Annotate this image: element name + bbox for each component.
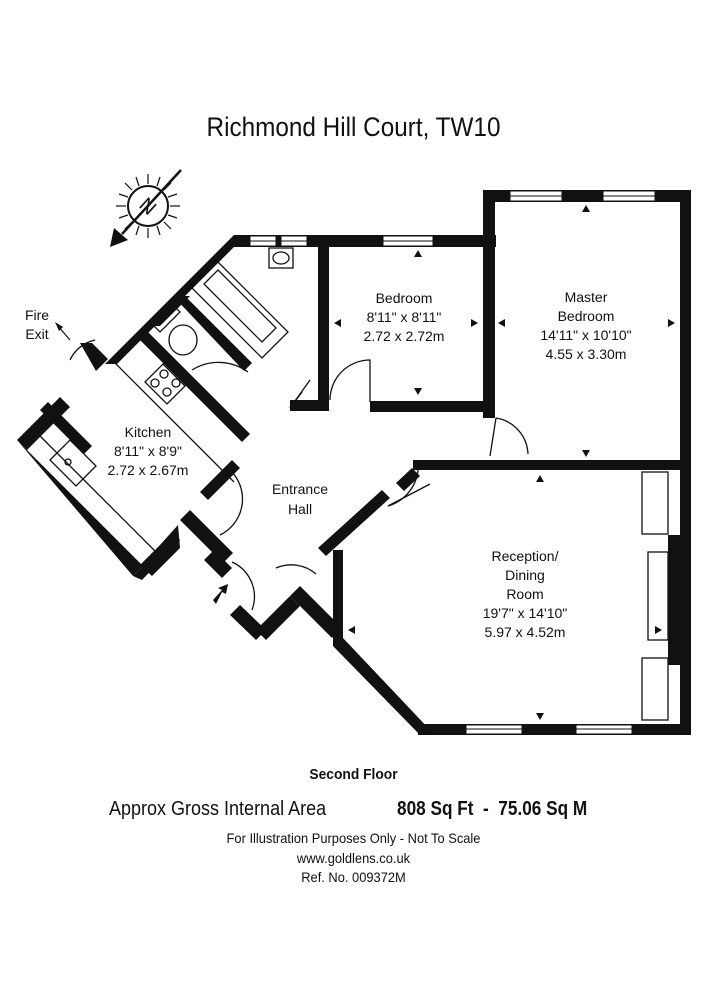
entrance-arrow-icon [213, 584, 228, 604]
room-reception-dining: Reception/ Dining Room 19'7" x 14'10" 5.… [483, 548, 568, 640]
room-name: Hall [288, 501, 312, 517]
svg-text:Fire: Fire [25, 307, 49, 323]
room-metric: 2.72 x 2.72m [364, 328, 445, 344]
disclaimer: For Illustration Purposes Only - Not To … [226, 830, 481, 846]
room-name: Master [565, 289, 608, 305]
north-compass-icon [110, 169, 182, 247]
doors [69, 339, 529, 611]
room-metric: 4.55 x 3.30m [546, 346, 627, 362]
area-value: 808 Sq Ft - 75.06 Sq M [397, 798, 588, 820]
plan-title: Richmond Hill Court, TW10 [206, 112, 501, 142]
room-imperial: 19'7" x 14'10" [483, 605, 568, 621]
website-link[interactable]: www.goldlens.co.uk [296, 850, 411, 866]
dimension-markers [334, 205, 675, 720]
windows [249, 190, 656, 735]
room-name: Room [506, 586, 543, 602]
area-label: Approx Gross Internal Area [109, 798, 327, 820]
fixtures [37, 247, 669, 721]
floor-level: Second Floor [309, 766, 398, 783]
room-name: Entrance [272, 481, 328, 497]
room-name: Bedroom [376, 290, 433, 306]
room-master-bedroom: Master Bedroom 14'11" x 10'10" 4.55 x 3.… [540, 289, 631, 362]
fire-exit-arrow-icon [55, 322, 71, 341]
room-name: Bedroom [558, 308, 615, 324]
walls [17, 190, 691, 735]
room-bedroom: Bedroom 8'11" x 8'11" 2.72 x 2.72m [364, 290, 445, 344]
room-kitchen: Kitchen 8'11" x 8'9" 2.72 x 2.67m [108, 424, 189, 478]
room-metric: 2.72 x 2.67m [108, 462, 189, 478]
room-name: Dining [505, 567, 545, 583]
room-name: Kitchen [125, 424, 172, 440]
reference-number: Ref. No. 009372M [301, 869, 406, 885]
area-row: Approx Gross Internal Area 808 Sq Ft - 7… [0, 798, 707, 826]
svg-text:Exit: Exit [25, 326, 48, 342]
room-name: Reception/ [492, 548, 559, 564]
room-imperial: 8'11" x 8'9" [114, 443, 182, 459]
room-imperial: 8'11" x 8'11" [367, 309, 442, 325]
room-metric: 5.97 x 4.52m [485, 624, 566, 640]
fire-exit-label: Fire Exit [25, 307, 49, 342]
room-imperial: 14'11" x 10'10" [540, 327, 631, 343]
room-entrance-hall: Entrance Hall [272, 481, 328, 517]
